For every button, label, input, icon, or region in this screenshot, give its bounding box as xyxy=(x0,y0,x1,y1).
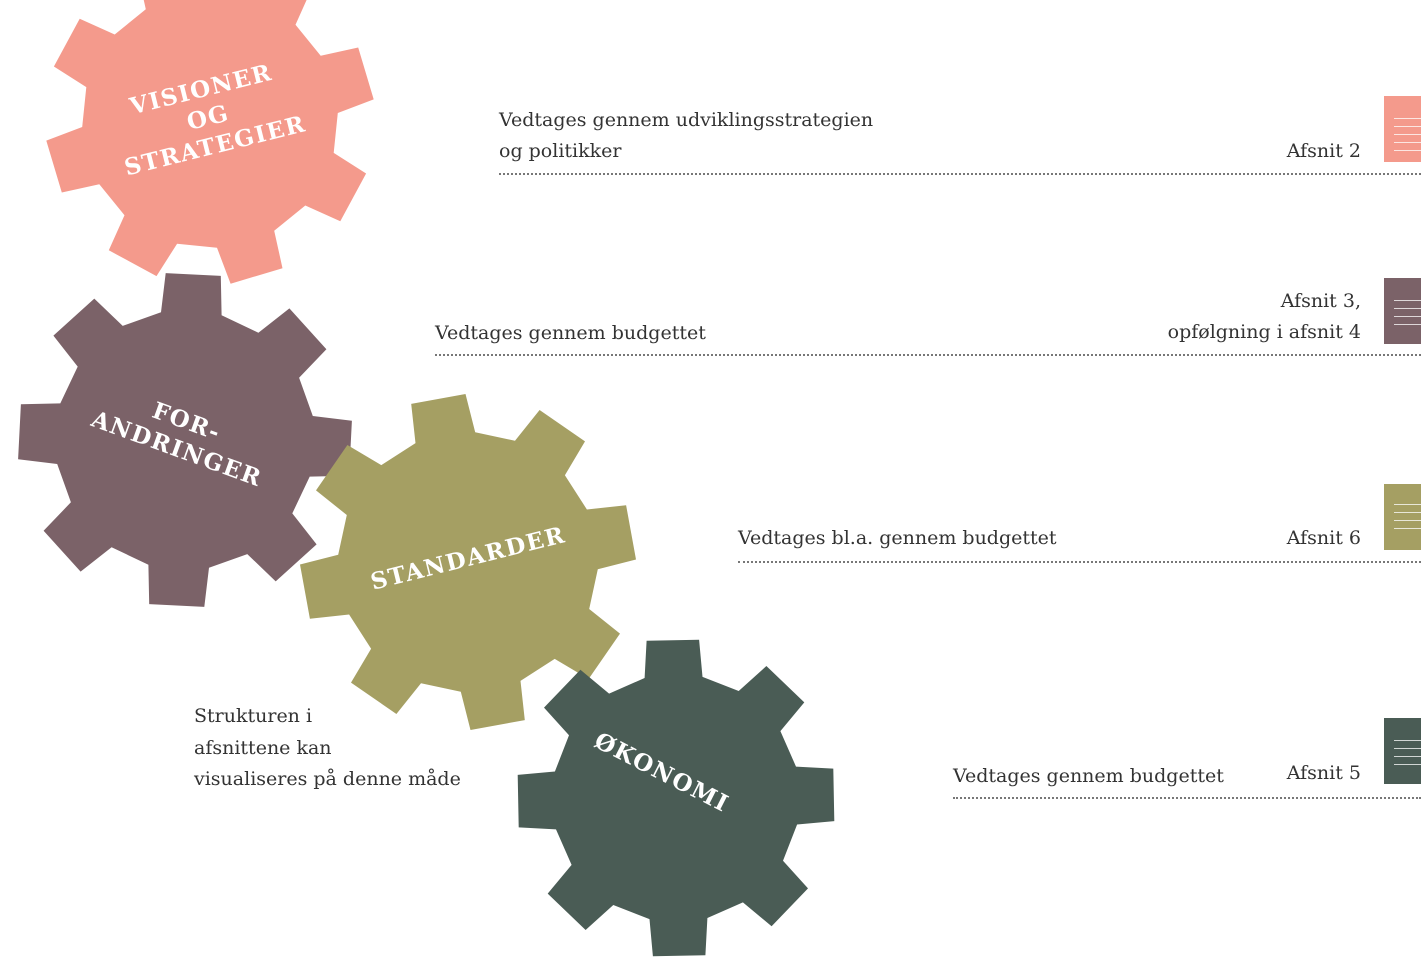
row-visioner-section-line-1: Afsnit 2 xyxy=(1286,140,1361,162)
row-okonomi-section-line-1: Afsnit 5 xyxy=(1286,762,1361,784)
section-tab-standarder-icon[interactable] xyxy=(1384,484,1421,550)
row-standarder: Vedtages bl.a. gennem budgettet Afsnit 6 xyxy=(738,484,1421,563)
row-forandringer-section: Afsnit 3, opfølgning i afsnit 4 xyxy=(1168,286,1361,348)
row-forandringer-desc-line-1: Vedtages gennem budgettet xyxy=(435,322,706,344)
section-tab-okonomi-icon[interactable] xyxy=(1384,718,1421,784)
gear-forandringer xyxy=(18,273,352,607)
structure-note: Strukturen i afsnittene kan visualiseres… xyxy=(194,701,461,796)
gear-visioner xyxy=(46,0,374,284)
gear-standarder xyxy=(300,394,636,730)
section-tab-forandringer-icon[interactable] xyxy=(1384,278,1421,344)
row-okonomi-section: Afsnit 5 xyxy=(1287,758,1361,789)
row-visioner-section: Afsnit 2 xyxy=(1287,136,1361,167)
row-standarder-dotted-rule xyxy=(738,561,1421,563)
row-forandringer-section-line-2: opfølgning i afsnit 4 xyxy=(1167,321,1361,343)
row-forandringer-section-line-1: Afsnit 3, xyxy=(1280,290,1361,312)
row-standarder-section-line-1: Afsnit 6 xyxy=(1286,527,1361,549)
row-forandringer: Vedtages gennem budgettet Afsnit 3, opfø… xyxy=(435,278,1421,356)
row-okonomi: Vedtages gennem budgettet Afsnit 5 xyxy=(953,718,1421,799)
row-okonomi-desc-line-1: Vedtages gennem budgettet xyxy=(953,765,1224,787)
structure-note-line-1: Strukturen i xyxy=(194,705,313,727)
row-visioner-desc-line-1: Vedtages gennem udviklingsstrategien xyxy=(499,109,874,131)
row-visioner: Vedtages gennem udviklingsstrategien og … xyxy=(499,96,1421,175)
row-visioner-desc-line-2: og politikker xyxy=(499,140,622,162)
row-visioner-description: Vedtages gennem udviklingsstrategien og … xyxy=(499,105,873,167)
row-standarder-section: Afsnit 6 xyxy=(1287,523,1361,554)
row-okonomi-dotted-rule xyxy=(953,797,1421,799)
row-okonomi-description: Vedtages gennem budgettet xyxy=(953,761,1224,792)
row-forandringer-description: Vedtages gennem budgettet xyxy=(435,318,706,349)
row-forandringer-dotted-rule xyxy=(435,354,1421,356)
section-tab-visioner-icon[interactable] xyxy=(1384,96,1421,162)
row-standarder-description: Vedtages bl.a. gennem budgettet xyxy=(738,523,1057,554)
gear-okonomi xyxy=(517,639,835,957)
structure-note-line-3: visualiseres på denne måde xyxy=(194,768,461,790)
row-standarder-desc-line-1: Vedtages bl.a. gennem budgettet xyxy=(738,527,1057,549)
structure-note-line-2: afsnittene kan xyxy=(194,736,332,759)
row-visioner-dotted-rule xyxy=(499,173,1421,175)
